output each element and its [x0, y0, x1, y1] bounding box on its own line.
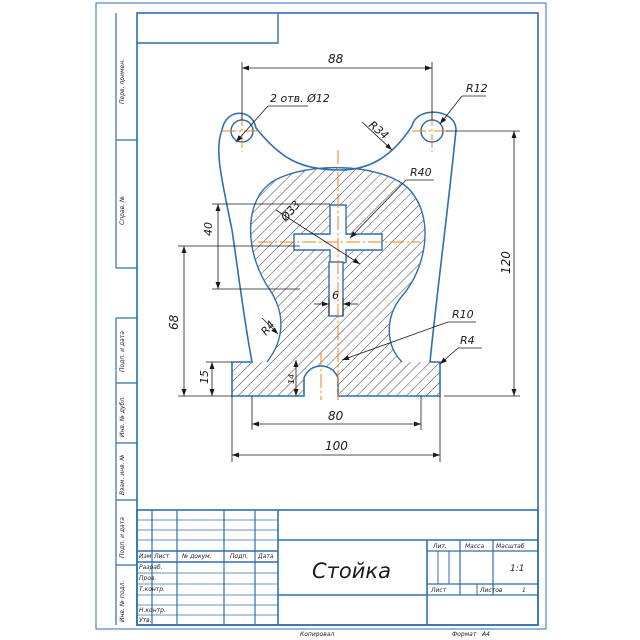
dim-80: 80 — [328, 409, 344, 423]
dim-r34: R34 — [366, 118, 391, 142]
side-stamps — [115, 13, 137, 625]
tb-massa-label: Масса — [465, 543, 484, 550]
tb-header-n-dokum: № докум. — [181, 553, 212, 560]
title-block-grid — [136, 509, 539, 626]
center-lobe-outline — [249, 166, 426, 363]
footer-format: Формат — [452, 631, 477, 638]
tb-listov-value: 1 — [522, 587, 526, 594]
tb-list-label: Лист — [430, 587, 447, 594]
tb-role-utv: Утв. — [139, 617, 152, 624]
footer-format-value: А4 — [481, 631, 490, 638]
part-outline — [217, 111, 457, 397]
tb-role-n-kontr: Н.контр. — [139, 607, 166, 614]
side-label-inv-podl: Инв. № подл. — [119, 581, 126, 622]
tb-role-prov: Пров. — [139, 575, 157, 582]
side-stamp-labels: Перв. примен. Справ. № Подп. и дата Инв.… — [119, 59, 126, 622]
tb-masshtab-value: 1:1 — [510, 564, 524, 574]
dim-15: 15 — [198, 370, 211, 384]
side-label-vzam-inv: Взам. инв. № — [119, 454, 126, 495]
dim-r10: R10 — [452, 308, 474, 321]
slot-cutout — [328, 261, 344, 317]
dim-r12: R12 — [466, 82, 488, 95]
footer: Копировал Формат А4 — [300, 631, 490, 638]
side-label-podp-data-2: Подп. и дата — [119, 517, 126, 558]
dimension-lines — [178, 62, 520, 462]
tb-header-list: Лист — [153, 553, 170, 560]
dim-r40: R40 — [410, 166, 432, 179]
tb-header-podp: Подп. — [230, 553, 248, 560]
dim-14: 14 — [287, 374, 296, 384]
dim-40: 40 — [202, 222, 215, 236]
top-left-box — [137, 13, 279, 44]
dim-100: 100 — [325, 439, 348, 453]
tb-role-razrab: Разраб. — [139, 564, 163, 571]
side-label-perv-primen: Перв. примен. — [119, 59, 126, 104]
dim-6: 6 — [332, 289, 339, 302]
dim-68: 68 — [167, 314, 181, 330]
tb-header-data: Дата — [257, 553, 274, 560]
side-label-sprav-no: Справ. № — [119, 196, 126, 225]
side-label-podp-data-1: Подп. и дата — [119, 331, 126, 372]
dim-hole-note: 2 отв. Ø12 — [270, 92, 330, 105]
tb-lit-label: Лит. — [432, 543, 447, 550]
tb-role-t-kontr: Т.контр. — [139, 586, 165, 593]
dim-88: 88 — [328, 52, 344, 66]
outer-frame — [95, 2, 547, 630]
tb-header-izm: Изм — [139, 553, 152, 560]
tb-masshtab-label: Масштаб — [496, 543, 525, 550]
title-block-text: Изм Лист № докум. Подп. Дата Разраб. Про… — [139, 543, 526, 624]
dim-r4-right: R4 — [460, 334, 475, 347]
side-label-inv-dubl: Инв. № дубл. — [119, 396, 126, 437]
dim-120: 120 — [499, 251, 513, 274]
dim-r4-left: R4 — [258, 318, 277, 338]
footer-copied: Копировал — [300, 631, 334, 638]
tb-listov-label: Листов — [479, 587, 503, 594]
part-name: Стойка — [312, 559, 391, 583]
